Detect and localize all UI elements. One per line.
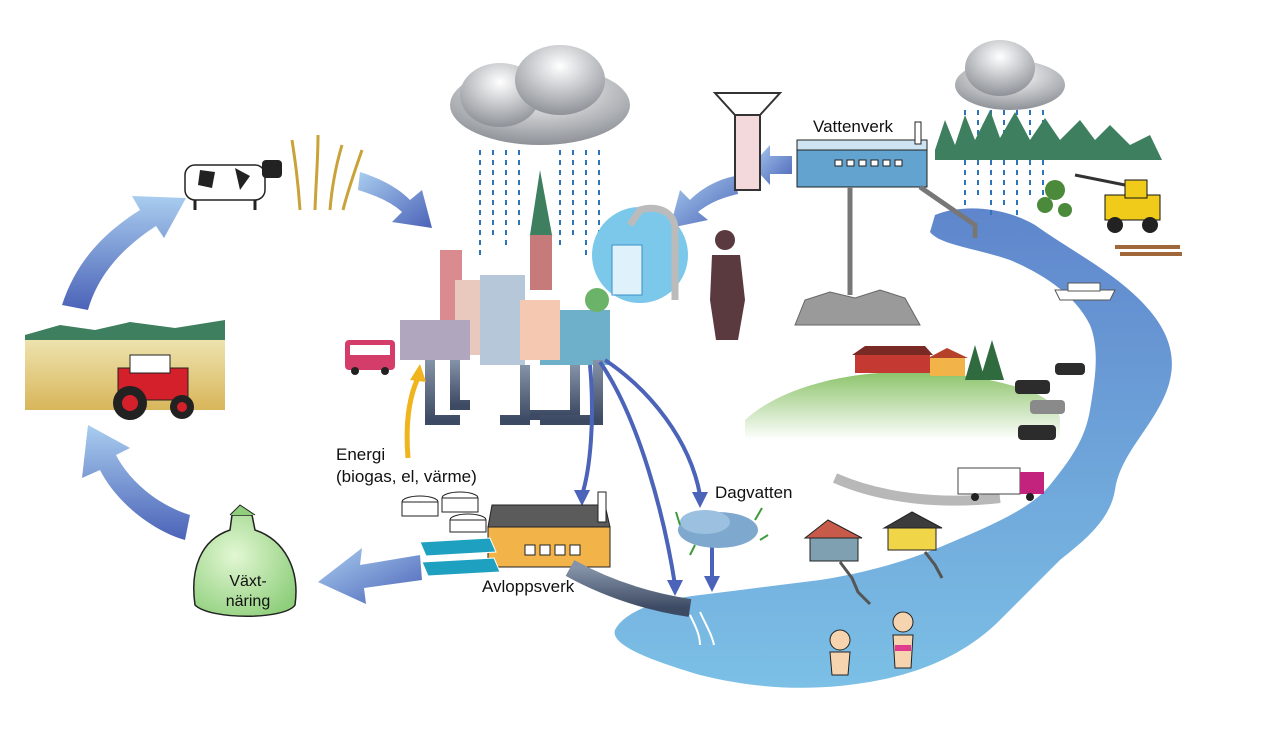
energy-arrowhead [410,364,426,382]
farm-buildings [852,340,1004,380]
sewer-pipes [425,360,603,505]
bag-label-line2: näring [225,593,271,610]
energi-detail-label: (biogas, el, värme) [336,467,477,486]
avloppsverk-label: Avloppsverk [482,577,575,596]
forestry-machine-icon [1074,173,1182,256]
road [832,473,1001,506]
arrowheads [574,490,720,596]
stormwater-arrows [580,358,714,586]
ferry-icon [1054,282,1116,301]
cow-icon [184,160,282,210]
arrow-bag-to-field [82,425,190,540]
lake-river [614,208,1172,688]
settling-basins [419,537,501,577]
house-yellow [882,511,944,579]
cows-black [1015,363,1085,440]
arrow-to-bag [318,548,422,604]
arrow-field-to-cow [62,196,186,310]
arrow-vattenverk-to-tower [752,145,792,185]
wheat-icon [290,134,364,211]
cloud-city [450,45,630,145]
dagvatten-label: Dagvatten [715,483,793,502]
tap-icon [592,204,688,303]
arrow-tower-to-tap [670,176,738,228]
vattenverk-label: Vattenverk [813,117,894,136]
bathers [829,611,914,676]
energy-arrow [404,376,421,459]
stormwater-pond [675,507,769,556]
tractor-icon [113,354,194,420]
cloud-forest [955,40,1065,110]
rain-forest [964,110,1044,215]
energi-label: Energi [336,445,386,464]
city-buildings [400,170,610,365]
bag-label-line1: Växt- [229,573,267,590]
digester-tanks [401,491,487,533]
house-grey [803,519,872,606]
bus-icon [345,340,395,375]
avloppsverk-building [487,491,611,568]
green-hill [745,371,1060,440]
vattenverk-building [796,121,978,295]
water-tower-icon [712,92,783,191]
rock-pile [794,289,921,326]
arrow-wheat-to-city [358,172,432,228]
outflow-water [689,611,715,646]
forest [935,110,1162,160]
outflow-pipe [565,560,692,617]
rain-city [479,150,600,260]
woman-figure [710,230,745,340]
shrubs [1037,180,1072,217]
nutrient-bag-icon [193,504,297,617]
truck-icon [957,467,1044,501]
